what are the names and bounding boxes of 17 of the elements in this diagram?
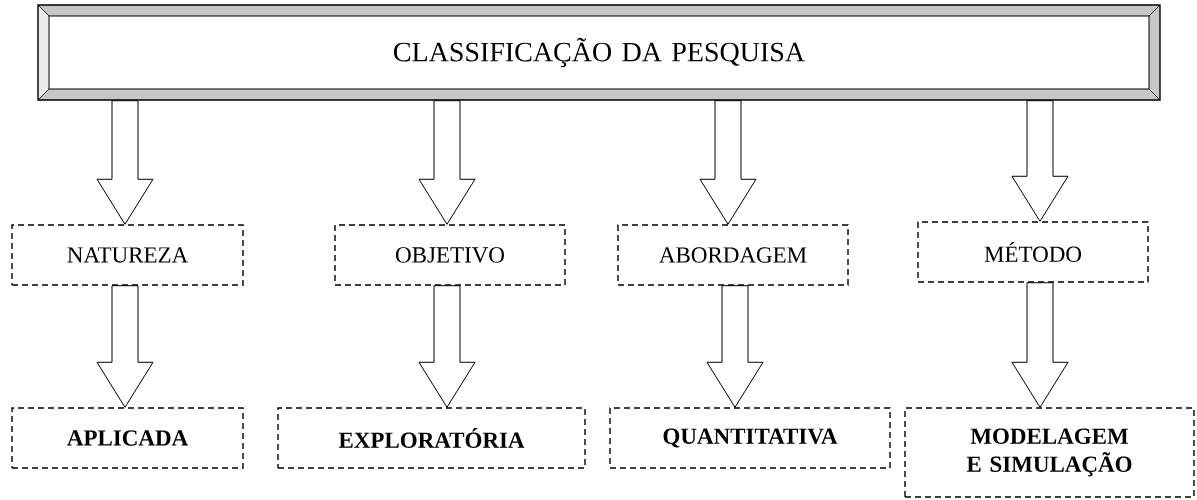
- block-arrow: [96, 285, 154, 408]
- result-box: MODELAGEM E SIMULAÇÃO: [904, 407, 1195, 498]
- block-arrow: [418, 100, 476, 225]
- block-arrow: [1011, 100, 1069, 222]
- category-box: MÉTODO: [917, 221, 1149, 283]
- block-arrow: [706, 285, 764, 408]
- result-box: EXPLORATÓRIA: [277, 407, 586, 469]
- block-arrow: [699, 100, 757, 225]
- result-box: APLICADA: [11, 407, 244, 469]
- title-banner: CLASSIFICAÇÃO DA PESQUISA: [37, 4, 1161, 101]
- result-box: QUANTITATIVA: [609, 407, 891, 469]
- category-box: ABORDAGEM: [617, 224, 849, 286]
- category-box: OBJETIVO: [334, 224, 566, 286]
- block-arrow: [418, 285, 476, 408]
- block-arrow: [1011, 282, 1069, 408]
- category-box: NATUREZA: [11, 224, 244, 286]
- block-arrow: [96, 100, 154, 225]
